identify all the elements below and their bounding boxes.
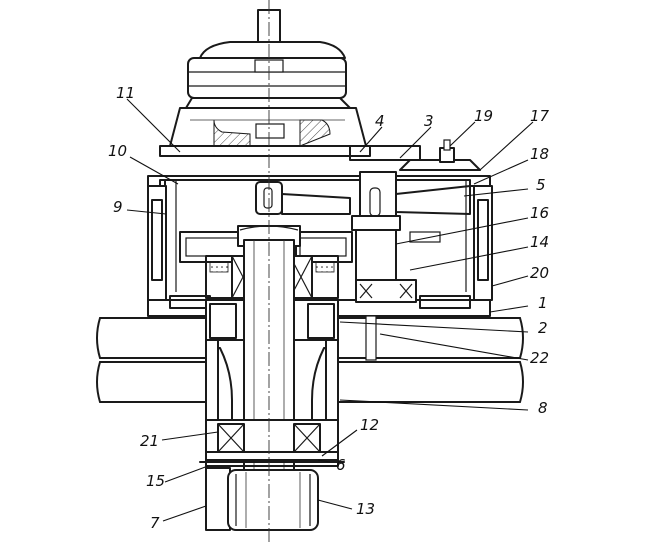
bottom-coupling	[205, 467, 319, 531]
callout-12: 12	[360, 416, 379, 434]
callout-5: 5	[536, 176, 546, 194]
callout-17: 17	[530, 107, 550, 125]
callout-11: 11	[116, 84, 135, 102]
callout-10: 10	[108, 142, 127, 160]
callout-2: 2	[538, 319, 548, 337]
callout-3: 3	[424, 112, 434, 130]
callout-22: 22	[530, 349, 549, 367]
callout-6: 6	[336, 456, 346, 474]
leader-lines	[126, 98, 534, 522]
callout-labels: 11 4 3 19 17 10 18 5 9 16 14 20 1 2 22 8…	[108, 84, 550, 532]
callout-18: 18	[530, 145, 549, 163]
callout-21: 21	[140, 432, 159, 450]
callout-16: 16	[530, 204, 549, 222]
gear-train	[179, 171, 471, 303]
callout-14: 14	[530, 233, 549, 251]
callout-7: 7	[150, 514, 160, 532]
callout-8: 8	[538, 399, 548, 417]
callout-4: 4	[375, 112, 385, 130]
callout-20: 20	[530, 264, 549, 282]
callout-1: 1	[538, 294, 548, 312]
motor-housing	[169, 9, 367, 147]
lower-housing	[199, 339, 345, 467]
callout-15: 15	[146, 472, 165, 490]
callout-19: 19	[474, 107, 493, 125]
callout-9: 9	[113, 198, 123, 216]
callout-13: 13	[356, 500, 375, 518]
